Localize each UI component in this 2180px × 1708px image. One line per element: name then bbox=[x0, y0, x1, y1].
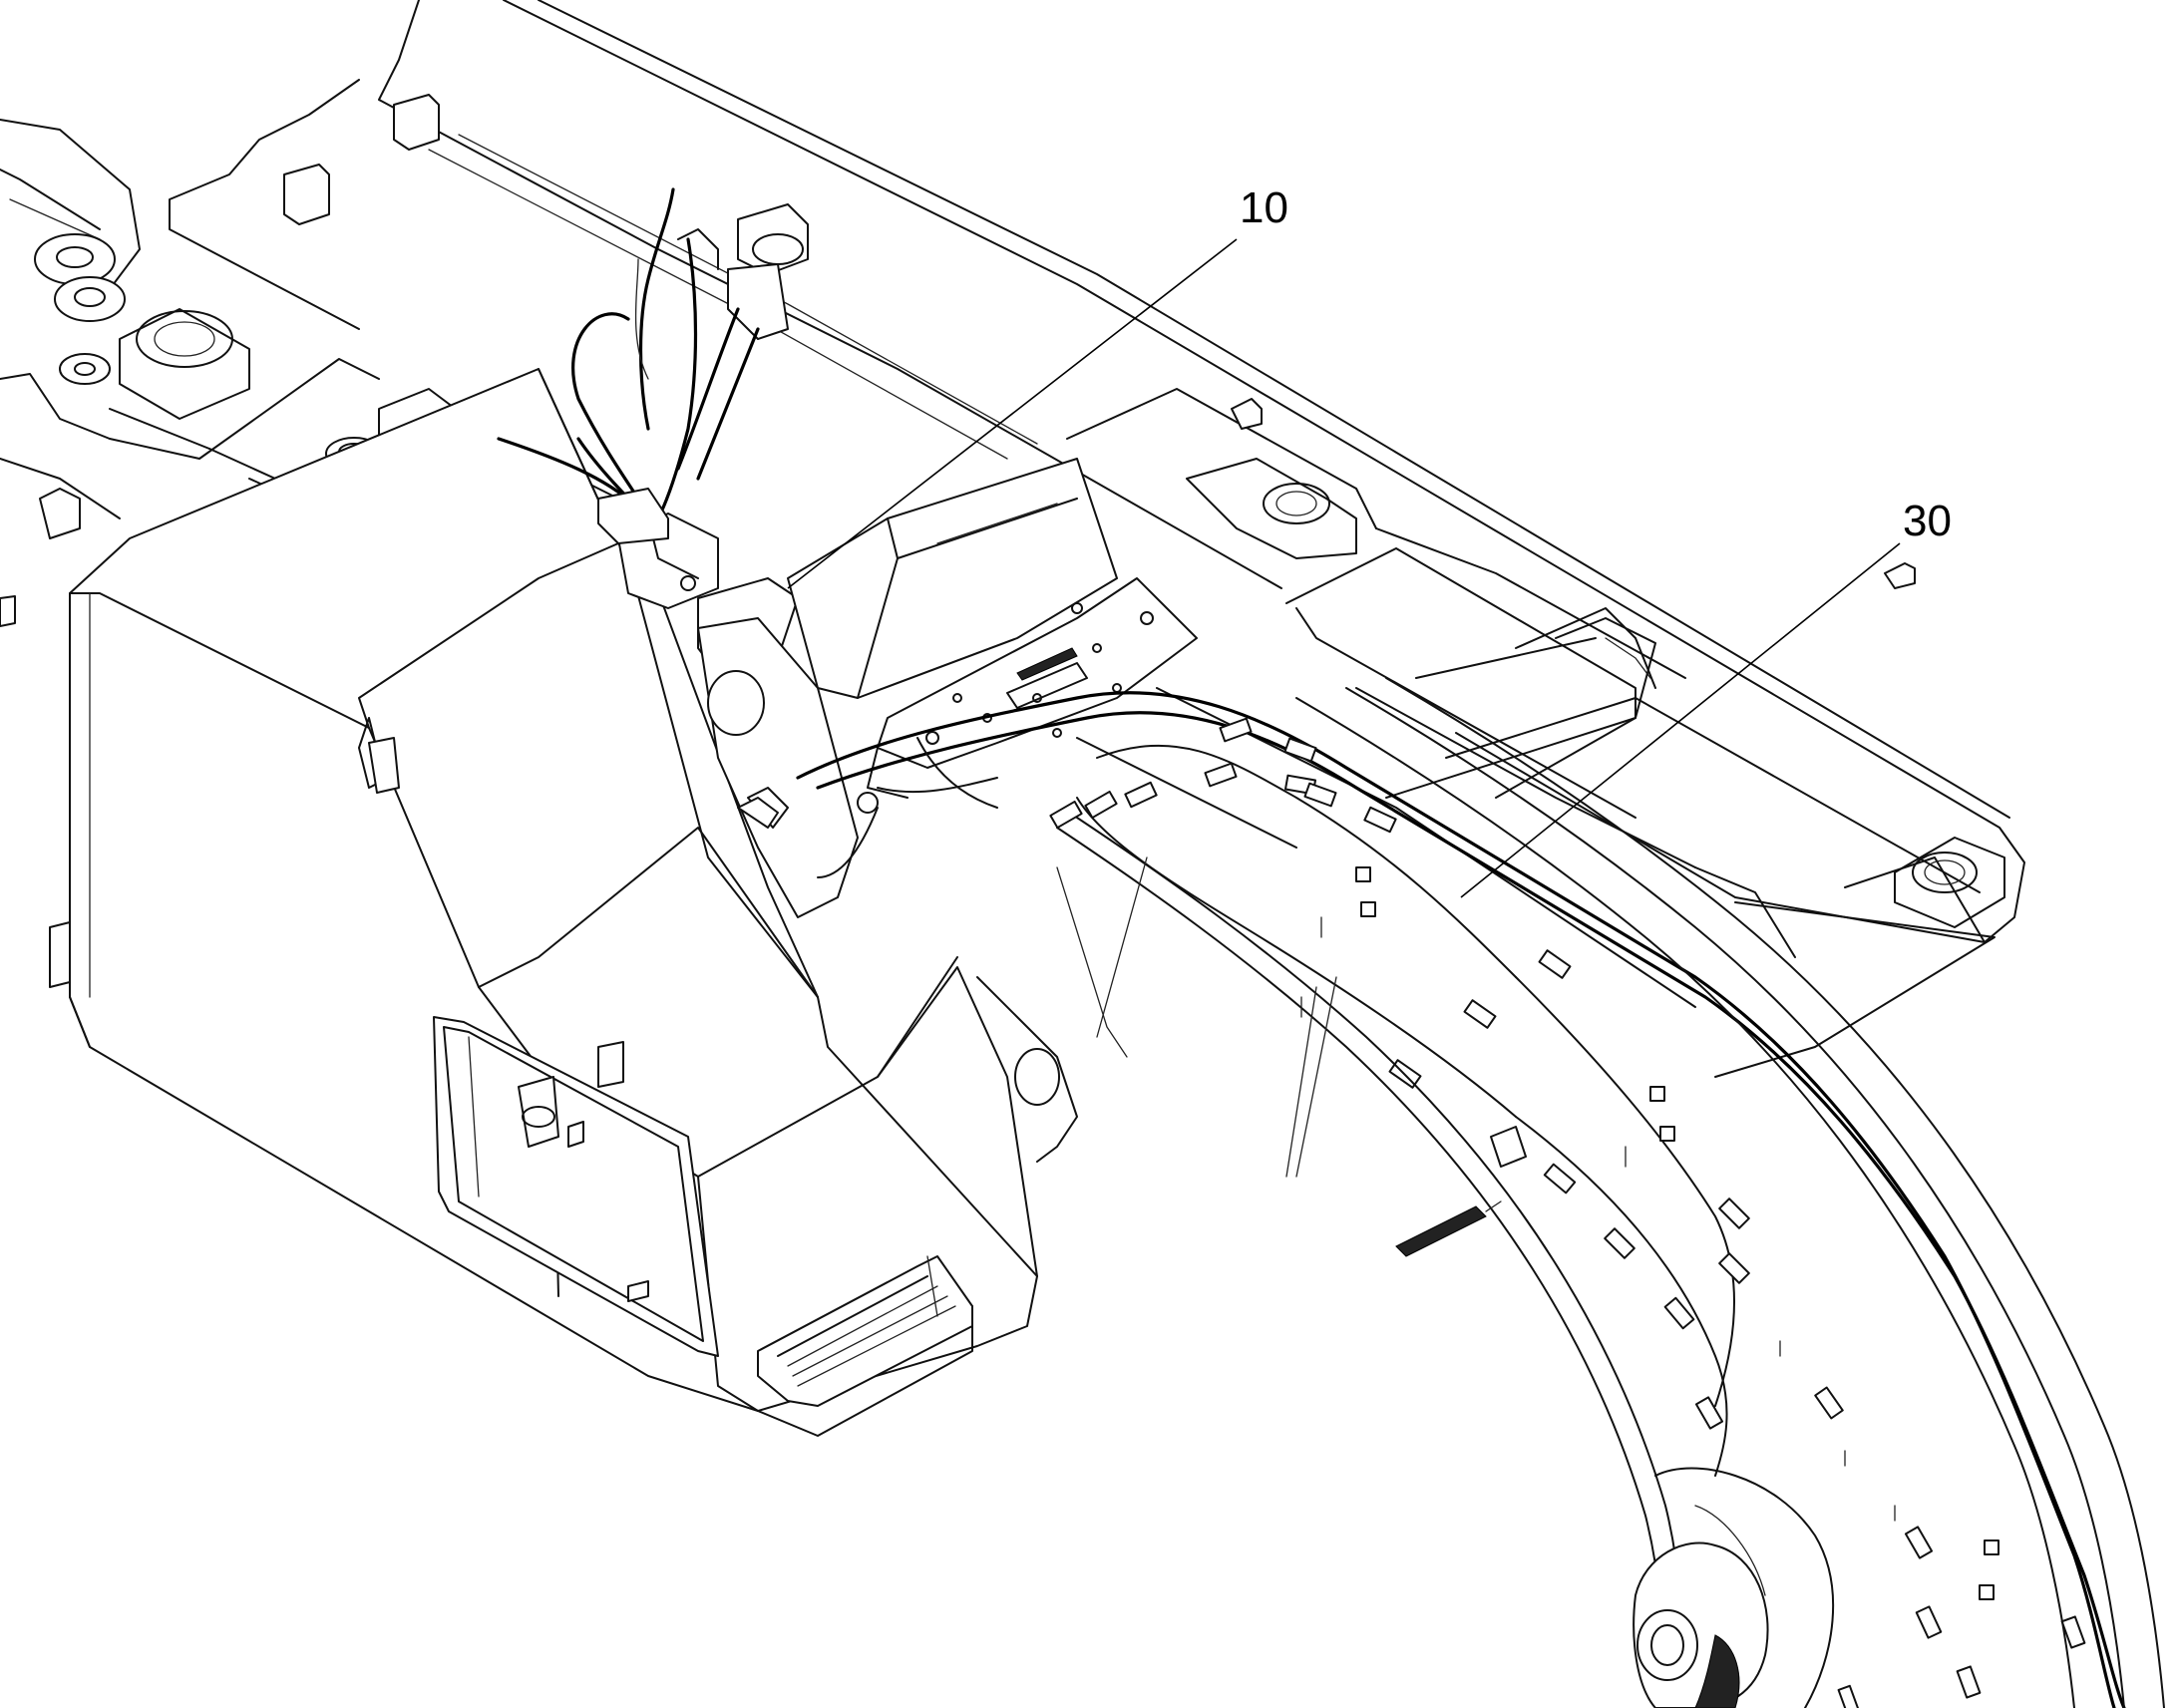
leader-line-10 bbox=[787, 238, 1238, 589]
callout-10: 10 bbox=[1240, 183, 1288, 232]
cable-harness bbox=[796, 691, 2126, 1708]
mid-socket bbox=[1186, 398, 1357, 559]
frame-rails bbox=[169, 0, 2025, 1078]
valve-block bbox=[497, 187, 809, 689]
main-tank-body bbox=[0, 368, 1038, 1437]
callout-30: 30 bbox=[1903, 497, 1952, 545]
callout-labels: 10 30 bbox=[1240, 183, 1952, 545]
callout-leaders bbox=[787, 238, 1901, 898]
rear-socket bbox=[1884, 562, 2005, 928]
slewing-ring bbox=[1056, 677, 2165, 1708]
motor-bracket bbox=[697, 617, 1078, 1163]
rotary-joint bbox=[1633, 1467, 1835, 1708]
center-plate bbox=[787, 458, 1198, 799]
leader-line-30 bbox=[1460, 542, 1901, 898]
